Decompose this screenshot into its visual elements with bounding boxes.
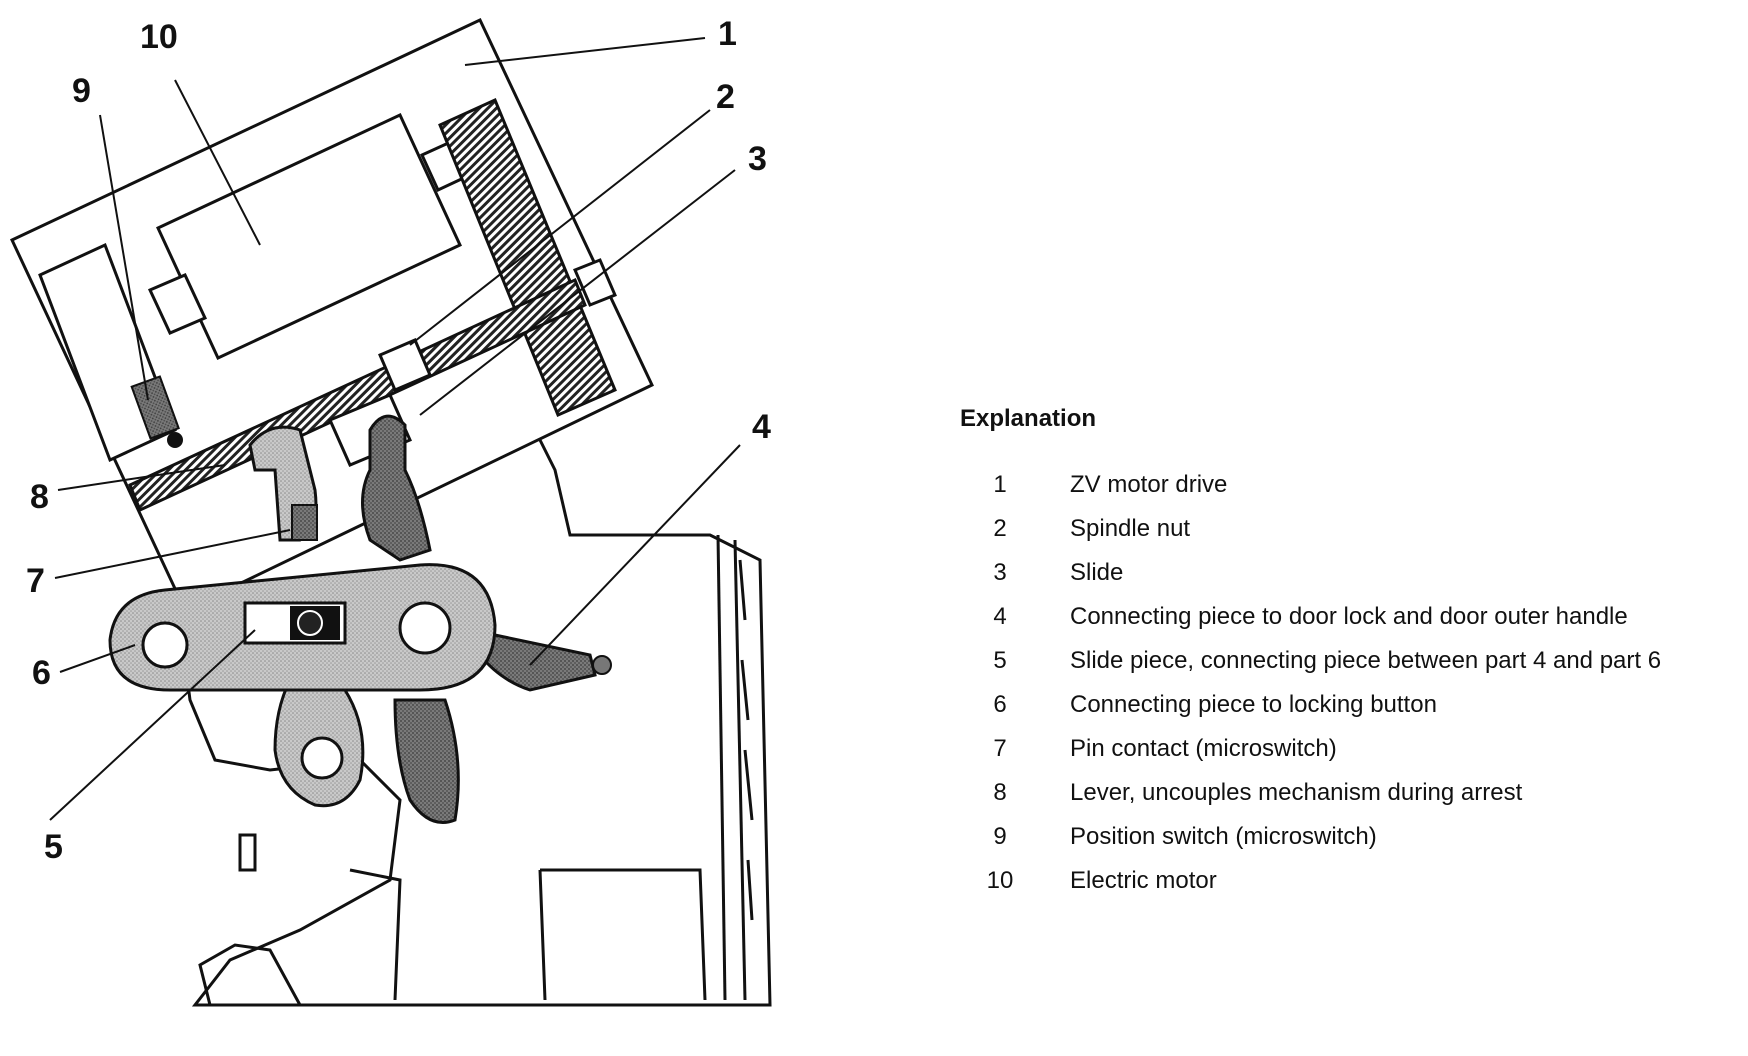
legend-item-number: 9 xyxy=(993,823,1007,850)
leader-lines xyxy=(49,37,741,821)
callout-7: 7 xyxy=(26,562,45,600)
legend-item-number: 5 xyxy=(993,647,1007,674)
lower-lever xyxy=(273,675,365,808)
callout-1: 1 xyxy=(718,15,737,53)
callout-3: 3 xyxy=(748,140,767,178)
lock-mechanism-diagram: 1 2 3 4 5 6 7 8 9 10 xyxy=(10,15,772,1007)
legend-item: 8 Lever, uncouples mechanism during arres… xyxy=(960,771,1740,815)
legend-item: 7 Pin contact (microswitch) xyxy=(960,727,1740,771)
legend-title: Explanation xyxy=(960,405,1097,432)
legend-item: 5 Slide piece, connecting piece between p… xyxy=(960,639,1740,683)
slide-piece xyxy=(243,601,347,645)
legend-item-number: 6 xyxy=(993,691,1007,718)
position-switch xyxy=(38,242,183,463)
legend-item-text: Slide xyxy=(1070,559,1124,586)
legend-item: 10 Electric motor xyxy=(960,859,1740,903)
connecting-piece-door-lock xyxy=(361,414,612,824)
callout-6: 6 xyxy=(32,654,51,692)
callout-10: 10 xyxy=(140,18,178,56)
legend-item-text: ZV motor drive xyxy=(1070,471,1228,498)
callout-9: 9 xyxy=(72,72,91,110)
legend-item: 6 Connecting piece to locking button xyxy=(960,683,1740,727)
legend-item-number: 2 xyxy=(993,515,1007,542)
legend-item-text: Pin contact (microswitch) xyxy=(1070,735,1337,762)
legend-item-text: Lever, uncouples mechanism during arrest xyxy=(1070,779,1523,806)
legend-item-number: 3 xyxy=(993,559,1007,586)
legend-item-number: 7 xyxy=(993,735,1007,762)
door-edge xyxy=(716,534,754,1001)
legend-item-number: 1 xyxy=(993,471,1007,498)
callout-8: 8 xyxy=(30,478,49,516)
legend-item-number: 10 xyxy=(986,867,1014,894)
legend: Explanation 1 ZV motor drive 2 Spindle nut… xyxy=(960,405,1740,903)
lock-housing xyxy=(118,429,772,1007)
legend-item: 4 Connecting piece to door lock and door … xyxy=(960,595,1740,639)
legend-item: 2 Spindle nut xyxy=(960,507,1740,551)
callout-4: 4 xyxy=(752,408,771,446)
legend-item-text: Spindle nut xyxy=(1070,515,1191,542)
pin-contact xyxy=(291,504,318,541)
callout-numbers: 1 2 3 4 5 6 7 8 9 10 xyxy=(26,15,771,866)
legend-item-text: Connecting piece to locking button xyxy=(1070,691,1437,718)
legend-item-text: Position switch (microswitch) xyxy=(1070,823,1377,850)
legend-item-text: Connecting piece to door lock and door o… xyxy=(1070,603,1628,630)
legend-item: 9 Position switch (microswitch) xyxy=(960,815,1740,859)
callout-5: 5 xyxy=(44,828,63,866)
legend-item-number: 8 xyxy=(993,779,1007,806)
spindle xyxy=(128,277,587,513)
legend-item: 1 ZV motor drive xyxy=(960,463,1740,507)
legend-item-number: 4 xyxy=(993,603,1007,630)
callout-2: 2 xyxy=(716,78,735,116)
legend-item-text: Electric motor xyxy=(1070,867,1217,894)
legend-item-text: Slide piece, connecting piece between pa… xyxy=(1070,647,1662,674)
legend-item: 3 Slide xyxy=(960,551,1740,595)
